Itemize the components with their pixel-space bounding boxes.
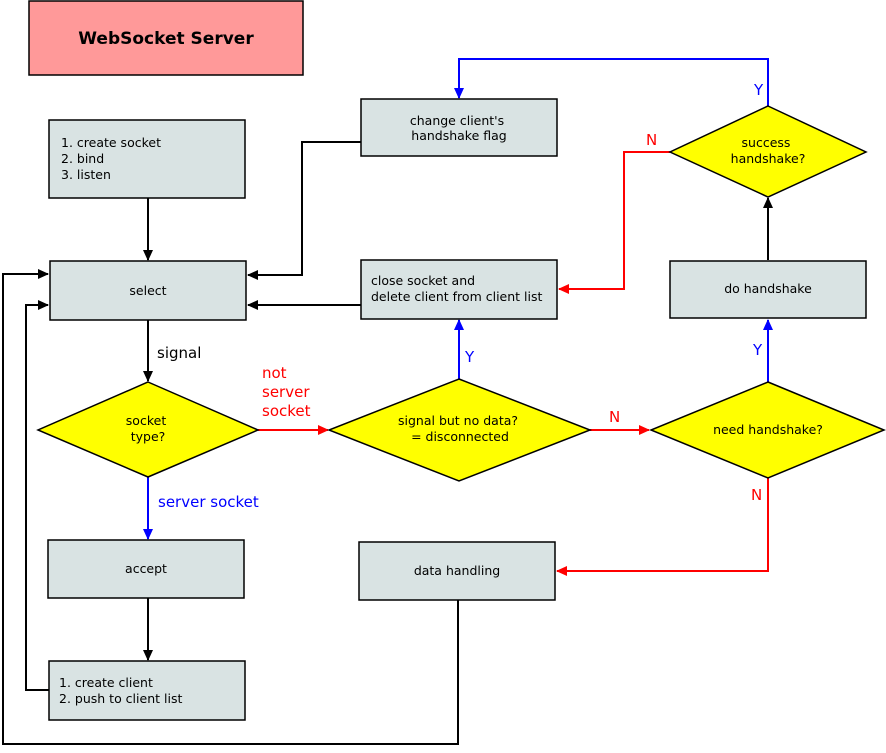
label-not-server-socket-line-1: not [262, 364, 287, 382]
diamond-success-handshake: success handshake? [668, 105, 868, 198]
close-socket-line-1: close socket and [371, 273, 475, 288]
socket-type-line-1: socket [126, 413, 167, 428]
edge-data-handling-to-select [2, 269, 459, 745]
do-handshake-label: do handshake [724, 281, 812, 296]
change-flag-line-1: change client's [410, 113, 504, 128]
svg-text:socket type?: socket type? [126, 413, 170, 444]
socket-type-line-2: type? [131, 429, 166, 444]
init-step-1: 1. create socket [61, 135, 161, 150]
data-handling-label: data handling [414, 563, 500, 578]
diagram-title: WebSocket Server [78, 29, 254, 49]
edge-labels: signal not server socket server socket Y… [157, 81, 764, 511]
svg-text:success handshake?: success handshake? [731, 135, 806, 166]
box-do-handshake: do handshake [669, 260, 867, 319]
label-y-need-handshake: Y [752, 341, 763, 359]
label-y-signal-no-data: Y [464, 348, 475, 366]
need-handshake-label: need handshake? [713, 422, 823, 437]
label-not-server-socket-line-2: server [262, 383, 310, 401]
edge-success-yes-to-change-flag [454, 58, 769, 106]
box-accept: accept [47, 539, 245, 599]
label-n-success-handshake: N [646, 131, 657, 149]
edge-change-flag-to-select [247, 141, 361, 280]
svg-text:signal but no data? = di: signal but no data? = disconnected [398, 413, 522, 444]
diamond-signal-no-data: signal but no data? = disconnected [326, 378, 593, 482]
svg-text:not server socket: not server socket [262, 364, 314, 420]
box-select: select [49, 260, 247, 321]
box-change-flag: change client's handshake flag [360, 98, 558, 157]
label-n-need-handshake: N [751, 486, 762, 504]
success-handshake-line-1: success [742, 135, 791, 150]
box-data-handling: data handling [358, 541, 556, 601]
diamond-socket-type: socket type? [36, 381, 260, 478]
svg-text:1. create client 2. push: 1. create client 2. push to client list [59, 675, 182, 706]
init-step-3: 3. listen [61, 167, 111, 182]
success-handshake-line-2: handshake? [731, 151, 806, 166]
edge-create-client-to-select [25, 300, 49, 691]
accept-label: accept [125, 561, 167, 576]
init-step-2: 2. bind [61, 151, 104, 166]
create-client-line-2: 2. push to client list [59, 691, 182, 706]
svg-text:1. create socket 2. bind: 1. create socket 2. bind 3. listen [61, 135, 165, 182]
signal-no-data-line-2: = disconnected [411, 429, 509, 444]
close-socket-line-2: delete client from client list [371, 289, 542, 304]
diamond-need-handshake: need handshake? [649, 381, 886, 479]
create-client-line-1: 1. create client [59, 675, 153, 690]
edge-success-no-to-close [558, 151, 670, 294]
label-not-server-socket-line-3: socket [262, 402, 311, 420]
edge-need-handshake-no-to-data-handling [556, 478, 769, 576]
change-flag-line-2: handshake flag [411, 128, 506, 143]
label-signal: signal [157, 344, 201, 362]
title-box: WebSocket Server [28, 0, 304, 76]
label-n-signal-no-data: N [609, 408, 620, 426]
box-create-client: 1. create client 2. push to client list [48, 660, 246, 721]
svg-text:close socket and delete: close socket and delete client from clie… [371, 273, 542, 304]
box-init: 1. create socket 2. bind 3. listen [48, 119, 246, 199]
signal-no-data-line-1: signal but no data? [398, 413, 518, 428]
svg-text:change client's handshak: change client's handshake flag [410, 113, 508, 143]
select-label: select [129, 283, 166, 298]
label-server-socket: server socket [158, 493, 259, 511]
edges [2, 58, 773, 745]
box-close-socket: close socket and delete client from clie… [360, 259, 558, 320]
label-y-success-handshake: Y [753, 81, 764, 99]
